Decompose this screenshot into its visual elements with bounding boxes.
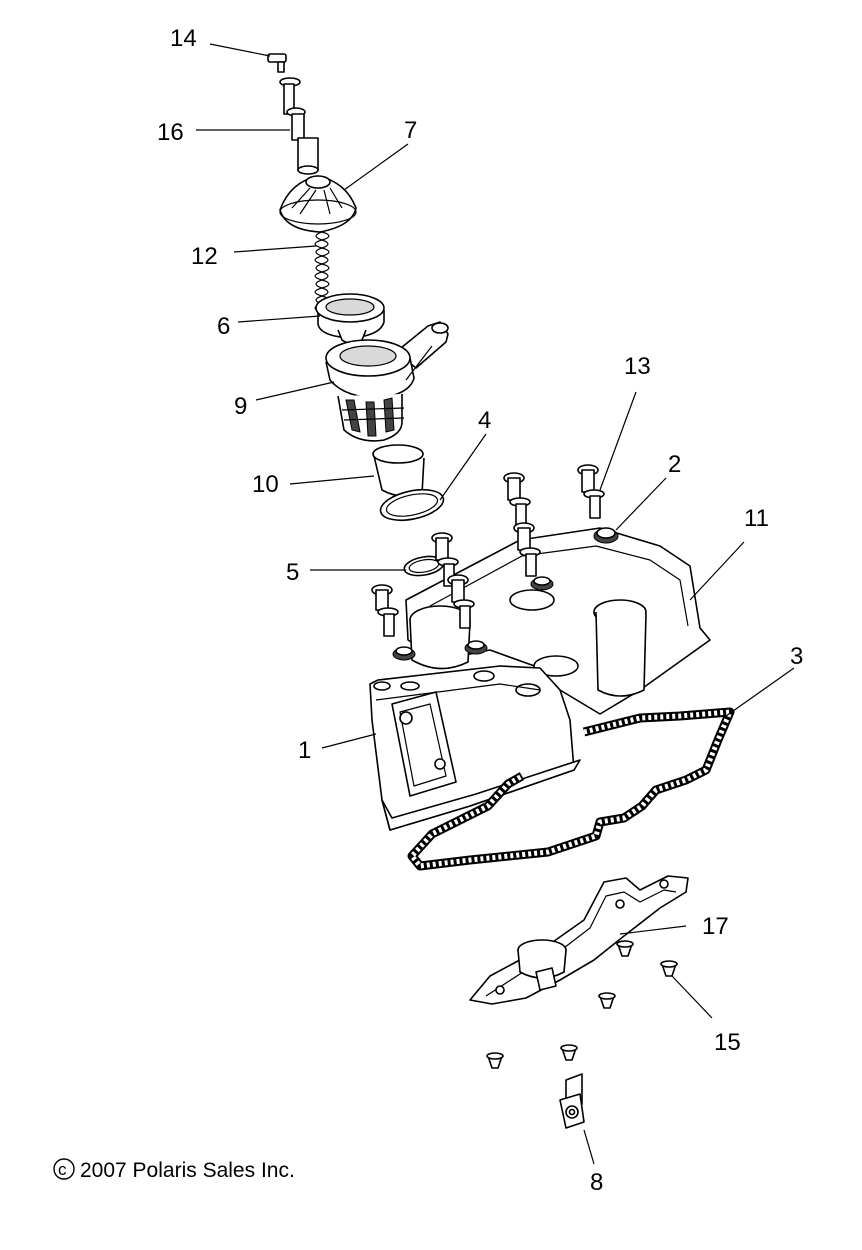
callout-5: 5 xyxy=(286,559,299,586)
leader-lines xyxy=(196,43,795,1165)
callout-2: 2 xyxy=(668,451,681,478)
callout-11: 11 xyxy=(744,505,769,532)
part-10-sleeve xyxy=(372,444,425,498)
part-15-screws xyxy=(486,940,678,1069)
part-1-cover-body xyxy=(369,665,581,831)
copyright-text: 2007 Polaris Sales Inc. xyxy=(80,1159,295,1182)
callout-3: 3 xyxy=(790,643,803,670)
part-4-o-ring xyxy=(379,488,445,522)
part-8-clip xyxy=(559,1073,585,1129)
callout-12: 12 xyxy=(191,243,218,270)
copyright-notice: c 2007 Polaris Sales Inc. xyxy=(53,1158,295,1182)
callout-9: 9 xyxy=(234,393,247,420)
part-6-seal xyxy=(315,293,385,344)
part-2-grommets xyxy=(392,527,619,661)
callout-14: 14 xyxy=(170,25,197,52)
part-17-plate xyxy=(469,875,689,1005)
callout-4: 4 xyxy=(478,407,491,434)
callout-8: 8 xyxy=(590,1169,603,1196)
part-13-bolts xyxy=(371,464,605,637)
part-3-gasket xyxy=(407,707,735,871)
callout-10: 10 xyxy=(252,471,279,498)
copyright-circle xyxy=(53,1158,75,1180)
callout-13: 13 xyxy=(624,353,651,380)
part-16-pin xyxy=(279,77,319,175)
callout-labels: 14 16 7 12 6 9 13 4 2 10 11 5 3 1 17 15 … xyxy=(157,25,803,1196)
part-11-cover-top xyxy=(405,527,711,715)
callout-16: 16 xyxy=(157,119,184,146)
part-9-valve-body xyxy=(325,321,449,442)
callout-6: 6 xyxy=(217,313,230,340)
callout-17: 17 xyxy=(702,913,729,940)
copyright-symbol: c xyxy=(58,1160,67,1179)
callout-1: 1 xyxy=(298,737,311,764)
callout-15: 15 xyxy=(714,1029,741,1056)
part-14-cap xyxy=(267,53,287,73)
callout-7: 7 xyxy=(404,117,417,144)
part-7-housing xyxy=(279,175,357,233)
